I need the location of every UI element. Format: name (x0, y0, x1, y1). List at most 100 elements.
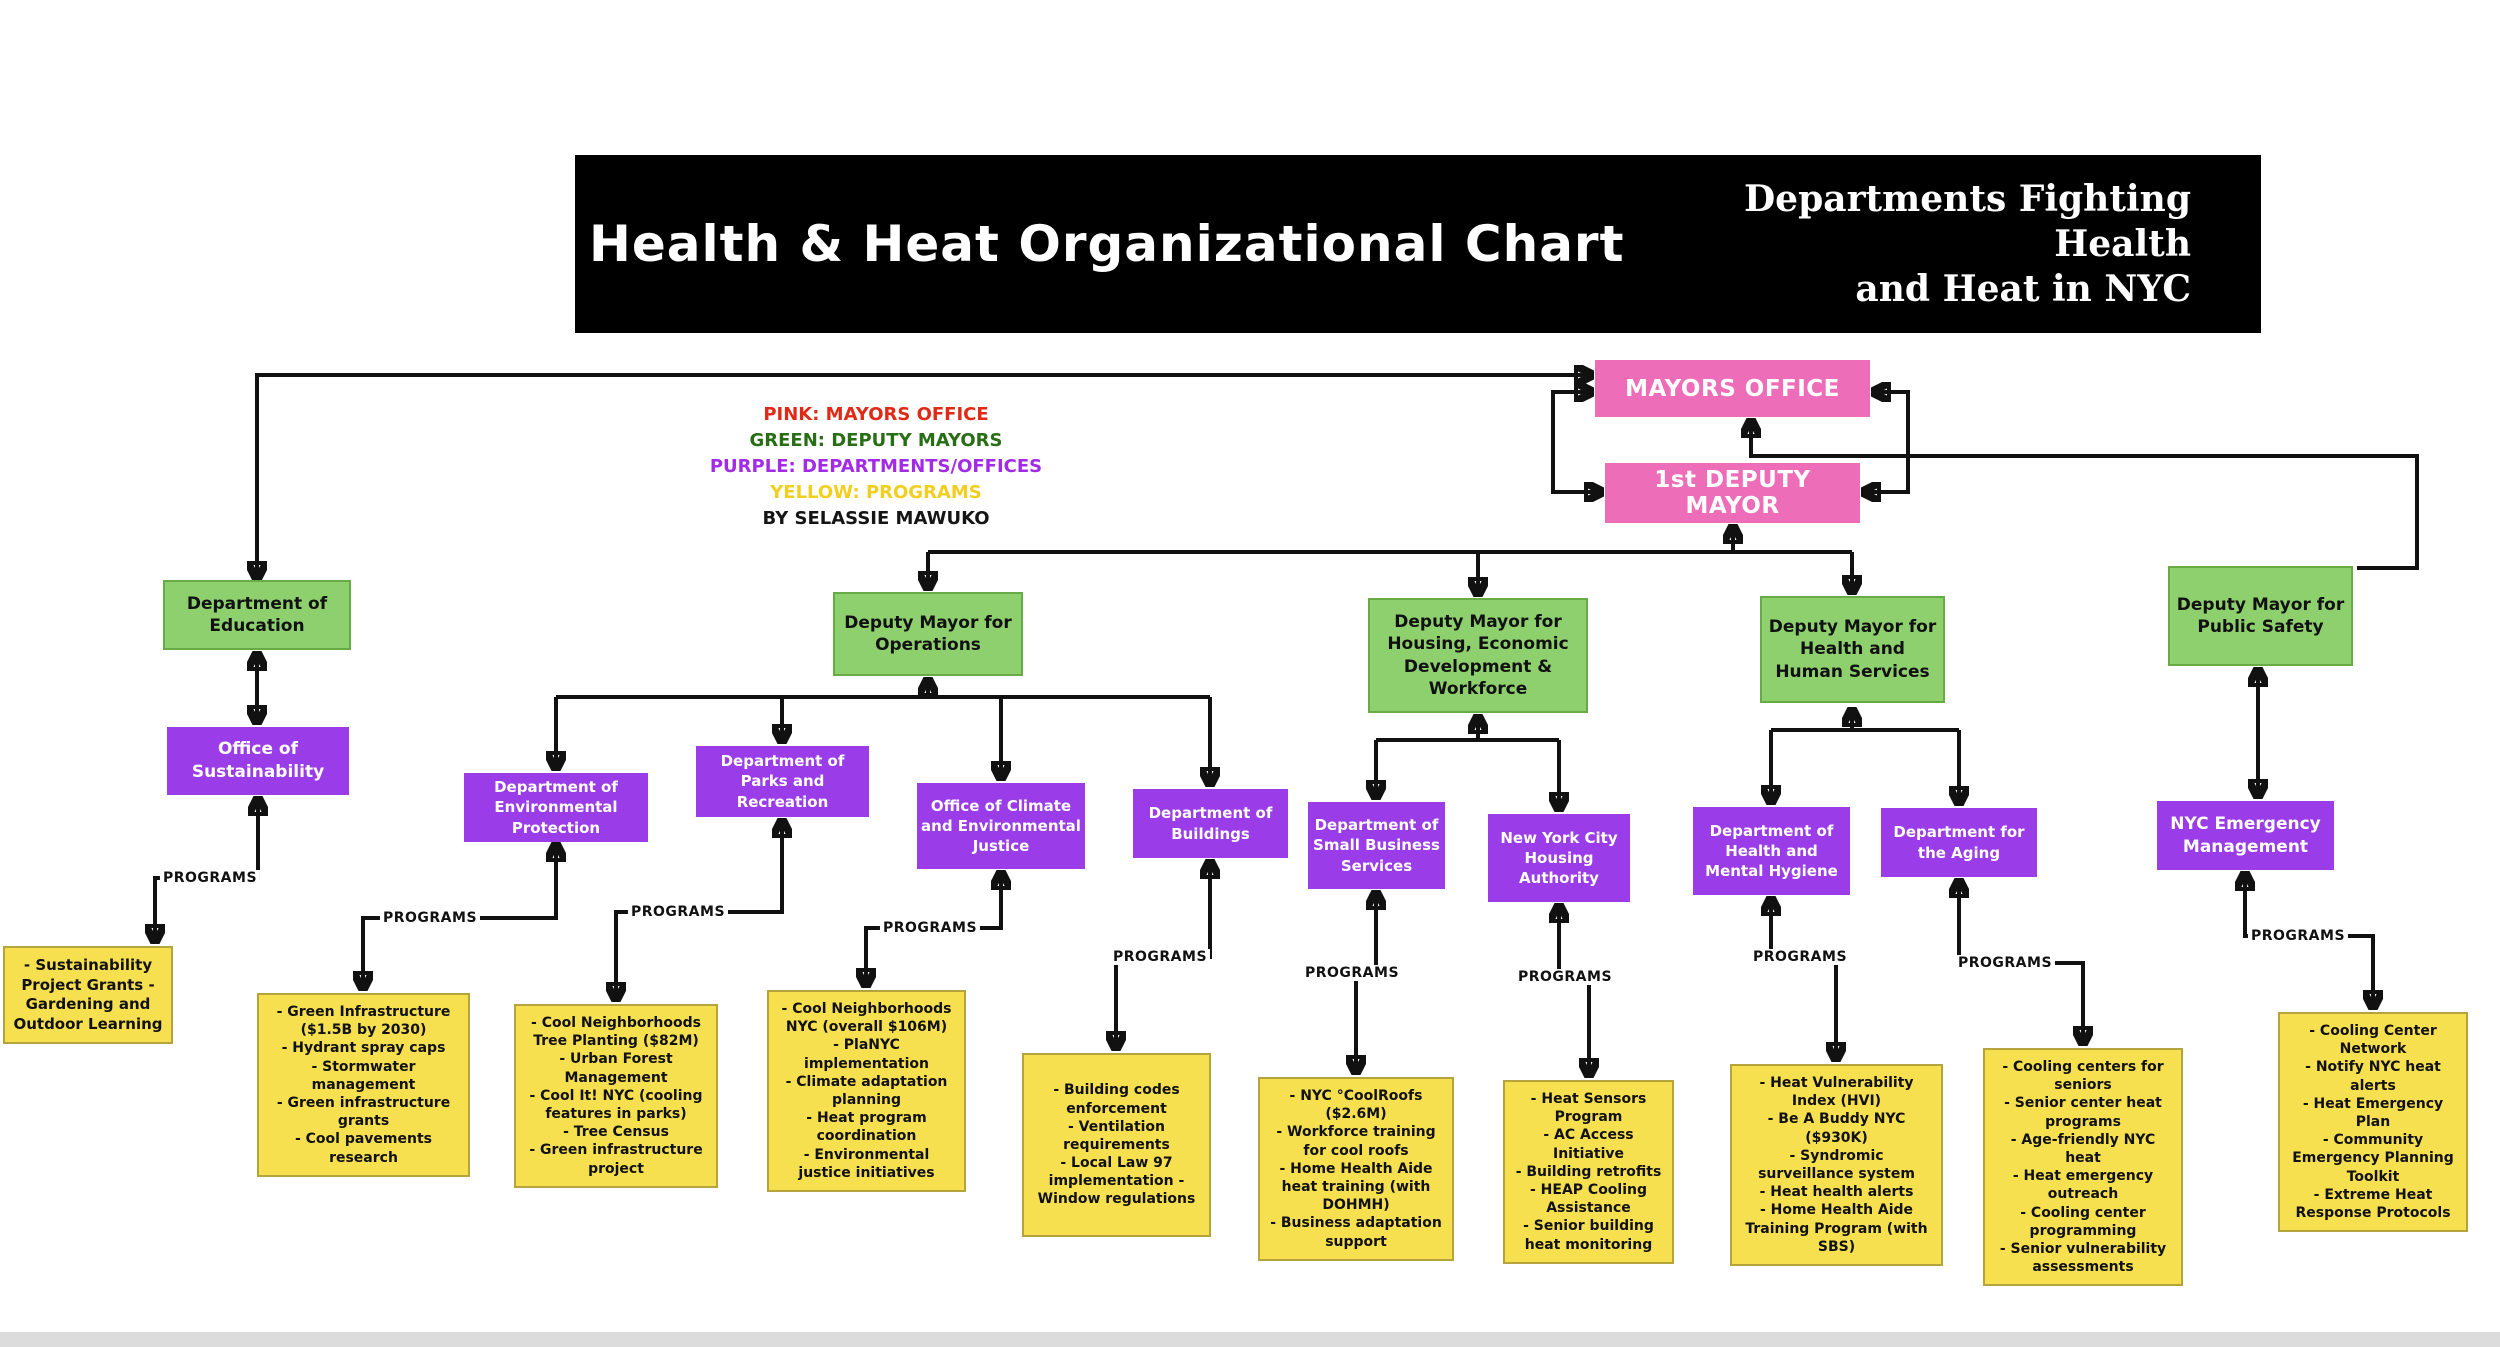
bottom-edge-strip (0, 1332, 2500, 1347)
program-line: - Notify NYC heat alerts (2305, 1059, 2441, 1094)
program-line: - Green infrastructure project (529, 1142, 703, 1177)
programs-label-dep: PROGRAMS (379, 910, 481, 926)
programs-label-nycha: PROGRAMS (1514, 969, 1616, 985)
program-line: - Climate adaptation planning (785, 1073, 948, 1108)
programs-box-aging: - Cooling centers for seniors- Senior ce… (1983, 1048, 2183, 1287)
node-department-of-buildings: Department of Buildings (1133, 789, 1288, 858)
node-education-label: Department of Education (186, 593, 328, 636)
node-nycha: New York City Housing Authority (1488, 814, 1630, 902)
program-line: - Business adaptation support (1270, 1215, 1442, 1250)
programs-box-nycha: - Heat Sensors Program- AC Access Initia… (1503, 1080, 1674, 1264)
node-nyc-emergency-management: NYC Emergency Management (2157, 801, 2334, 870)
node-first-deputy-mayor-label: 1st DEPUTY MAYOR (1654, 467, 1811, 519)
page-subtitle: Departments Fighting Health and Heat in … (1625, 177, 2262, 312)
node-dep-label: Department of Environmental Protection (494, 778, 618, 837)
program-line: - HEAP Cooling Assistance (1529, 1181, 1648, 1217)
program-line: - Heat health alerts (1759, 1184, 1914, 1201)
program-line: - Cool pavements research (294, 1131, 433, 1166)
connector-nycha-programs (1559, 906, 1589, 1075)
legend-deputy-mayors: GREEN: DEPUTY MAYORS (749, 430, 1003, 451)
program-line: - Be A Buddy NYC ($930K) (1767, 1111, 1906, 1146)
legend-departments-offices: PURPLE: DEPARTMENTS/OFFICES (709, 456, 1043, 477)
program-line: - Urban Forest Management (559, 1051, 673, 1086)
node-first-deputy-mayor: 1st DEPUTY MAYOR (1605, 463, 1860, 523)
program-line: - Senior center heat programs (2004, 1095, 2162, 1130)
program-line: - Community Emergency Planning Toolkit (2292, 1132, 2454, 1185)
node-parks-label: Department of Parks and Recreation (720, 752, 845, 811)
node-housing-label: Deputy Mayor for Housing, Economic Devel… (1387, 612, 1569, 699)
node-mayors-office: MAYORS OFFICE (1595, 360, 1870, 417)
programs-label-aging: PROGRAMS (1954, 955, 2056, 971)
program-line: - Heat Emergency Plan (2302, 1095, 2444, 1130)
program-line: - Heat emergency outreach (2012, 1168, 2154, 1203)
page-subtitle-line2: and Heat in NYC (1855, 267, 2191, 310)
program-line: - Building codes enforcement (1053, 1082, 1180, 1117)
programs-box-dohmh: - Heat Vulnerability Index (HVI)- Be A B… (1730, 1064, 1943, 1266)
connector-sbs-programs (1356, 893, 1376, 1072)
program-line: - AC Access Initiative (1543, 1127, 1634, 1162)
legend-programs: YELLOW: PROGRAMS (770, 482, 982, 503)
node-operations-label: Deputy Mayor for Operations (844, 612, 1012, 655)
programs-label-parks: PROGRAMS (627, 904, 729, 920)
legend-mayors-office: PINK: MAYORS OFFICE (763, 404, 989, 425)
node-deputy-mayor-operations: Deputy Mayor for Operations (833, 592, 1023, 676)
page-subtitle-line1: Departments Fighting Health (1743, 177, 2191, 265)
program-line: - Local Law 97 implementation - Window r… (1037, 1155, 1196, 1208)
program-line: - Cooling Center Network (2309, 1023, 2437, 1058)
program-line: - Syndromic surveillance system (1758, 1147, 1915, 1182)
programs-label-sustainability: PROGRAMS (159, 870, 261, 886)
legend-byline: BY SELASSIE MAWUKO (762, 508, 990, 529)
title-bar: Health & Heat Organizational Chart Depar… (575, 155, 2261, 333)
programs-box-sbs: - NYC °CoolRoofs ($2.6M)- Workforce trai… (1258, 1077, 1454, 1261)
node-deputy-mayor-housing: Deputy Mayor for Housing, Economic Devel… (1368, 598, 1588, 713)
node-small-business-services: Department of Small Business Services (1308, 802, 1445, 889)
connector-mayors-deputy-left (1551, 392, 1601, 492)
programs-label-dohmh: PROGRAMS (1749, 949, 1851, 965)
page-title: Health & Heat Organizational Chart (589, 215, 1625, 273)
program-line: - Hydrant spray caps (281, 1040, 446, 1057)
node-hhs-label: Deputy Mayor for Health and Human Servic… (1768, 617, 1937, 682)
program-line: - Heat Sensors Program (1530, 1091, 1647, 1126)
program-line: - Heat program coordination (806, 1110, 927, 1145)
node-department-of-education: Department of Education (163, 580, 351, 650)
program-line: - Cool Neighborhoods Tree Planting ($82M… (531, 1015, 701, 1050)
node-department-for-the-aging: Department for the Aging (1881, 808, 2037, 877)
node-nycem-label: NYC Emergency Management (2170, 813, 2321, 857)
programs-label-climate: PROGRAMS (879, 920, 981, 936)
program-line: - Environmental justice initiatives (798, 1146, 935, 1181)
color-legend: PINK: MAYORS OFFICE GREEN: DEPUTY MAYORS… (706, 402, 1046, 532)
node-nycha-label: New York City Housing Authority (1500, 828, 1618, 888)
programs-box-nycem: - Cooling Center Network- Notify NYC hea… (2278, 1012, 2468, 1233)
node-buildings-label: Department of Buildings (1148, 804, 1273, 843)
program-line: - Age-friendly NYC heat (2010, 1131, 2156, 1166)
programs-box-parks: - Cool Neighborhoods Tree Planting ($82M… (514, 1004, 718, 1188)
program-line: - Cool Neighborhoods NYC (overall $106M) (781, 1001, 952, 1036)
node-dep: Department of Environmental Protection (464, 773, 648, 842)
program-line: - Cooling centers for seniors (2002, 1059, 2164, 1094)
node-public-safety-label: Deputy Mayor for Public Safety (2176, 594, 2345, 637)
programs-box-dep: - Green Infrastructure ($1.5B by 2030)- … (257, 993, 470, 1177)
node-office-of-sustainability: Office of Sustainability (167, 727, 349, 795)
node-sbs-label: Department of Small Business Services (1313, 816, 1440, 875)
node-dohmh-label: Department of Health and Mental Hygiene (1705, 821, 1838, 881)
node-mayors-office-label: MAYORS OFFICE (1625, 375, 1840, 402)
program-line: - Heat Vulnerability Index (HVI) (1759, 1075, 1914, 1110)
node-aging-label: Department for the Aging (1893, 823, 2025, 862)
program-line: - Tree Census (563, 1124, 669, 1141)
node-climate-environmental-justice: Office of Climate and Environmental Just… (917, 783, 1085, 869)
connector-dohmh-programs (1771, 899, 1836, 1059)
program-line: - Ventilation requirements (1063, 1118, 1170, 1153)
programs-label-buildings: PROGRAMS (1109, 949, 1211, 965)
program-line: - Cool It! NYC (cooling features in park… (529, 1087, 703, 1122)
program-line: - Extreme Heat Response Protocols (2295, 1186, 2451, 1221)
programs-label-nycem: PROGRAMS (2247, 928, 2349, 944)
programs-box-climate: - Cool Neighborhoods NYC (overall $106M)… (767, 990, 966, 1192)
program-line: - Senior building heat monitoring (1523, 1218, 1654, 1253)
programs-box-buildings: - Building codes enforcement- Ventilatio… (1022, 1053, 1211, 1237)
node-deputy-mayor-public-safety: Deputy Mayor for Public Safety (2168, 566, 2353, 666)
program-line: - Home Health Aide heat training (with D… (1279, 1160, 1433, 1214)
program-line: - Workforce training for cool roofs (1276, 1124, 1436, 1159)
node-deputy-mayor-hhs: Deputy Mayor for Health and Human Servic… (1760, 596, 1945, 703)
connector-mayors-deputy-right (1864, 392, 1910, 492)
